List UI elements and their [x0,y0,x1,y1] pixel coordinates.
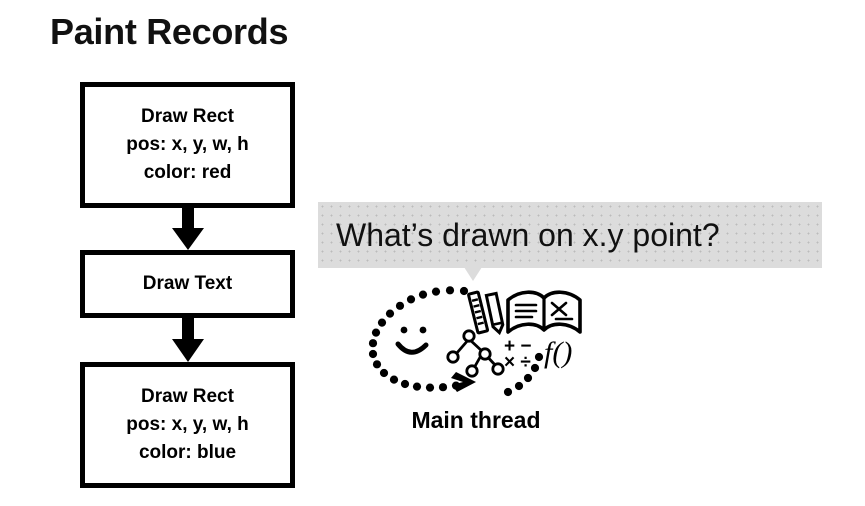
question-text: What’s drawn on x.y point? [336,217,720,253]
record-line-title: Draw Rect [141,106,234,127]
paint-record-box-draw-text: Draw Text [80,250,295,318]
arrow-down-icon [172,318,204,362]
question-speech-bubble: What’s drawn on x.y point? [318,202,822,268]
bubble-tail-icon [464,267,482,281]
function-notation: f() [544,336,572,369]
record-line-pos: pos: x, y, w, h [126,134,249,155]
record-line-pos: pos: x, y, w, h [126,414,249,435]
record-line-color: color: blue [138,442,237,463]
main-thread-label: Main thread [411,407,541,433]
paint-record-box-draw-rect-blue: Draw Rect pos: x, y, w, h color: blue [80,362,295,488]
record-line-color: color: red [143,162,232,183]
math-symbols-bottom: × ÷ [504,352,531,373]
thinking-head-icon: + − × ÷ f() [368,286,584,398]
paint-record-box-draw-rect-red: Draw Rect pos: x, y, w, h color: red [80,82,295,208]
record-line-title: Draw Rect [141,386,234,407]
page-title: Paint Records [50,11,289,52]
record-line-title: Draw Text [142,273,233,294]
math-symbols-top: + − [504,336,531,357]
arrow-down-icon [172,208,204,250]
